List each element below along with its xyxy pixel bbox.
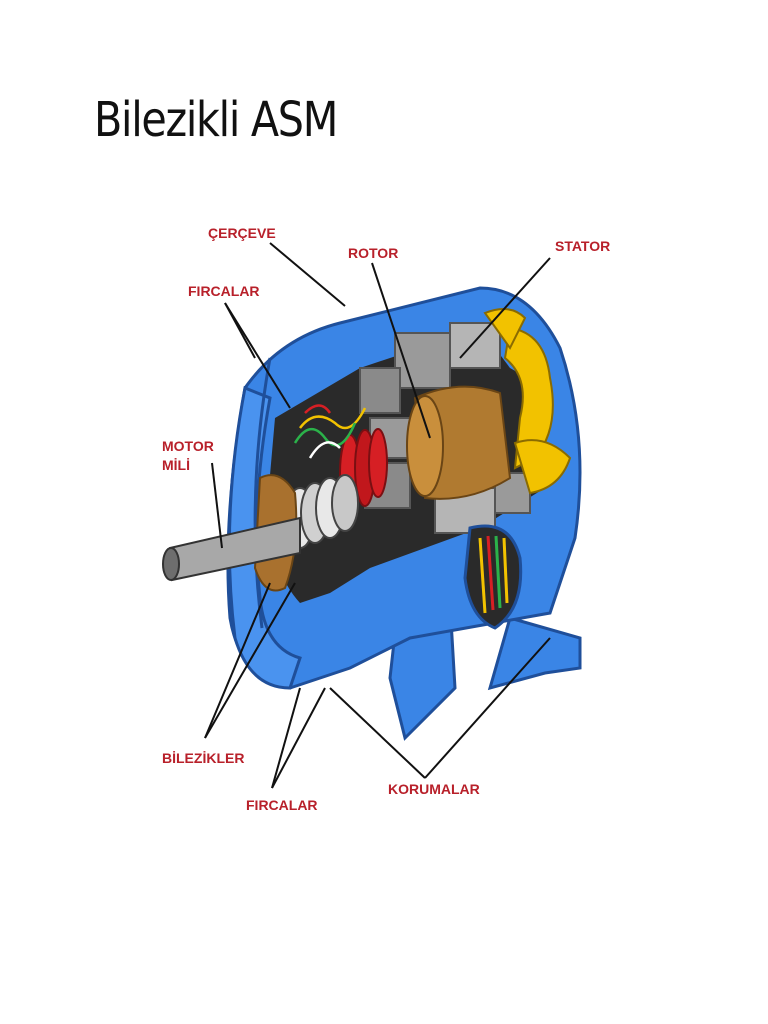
label-pointers <box>204 242 551 789</box>
label-stator: STATOR <box>555 238 610 254</box>
label-bilezikler: BİLEZİKLER <box>162 750 244 766</box>
frame-end-ring-inner <box>253 357 272 629</box>
stator-winding-lower <box>513 439 572 495</box>
motor-shaft-end <box>162 547 180 581</box>
rotor-face <box>406 395 444 497</box>
page-title: Bilezikli ASM <box>94 92 338 148</box>
label-cerceve: ÇERÇEVE <box>208 225 276 241</box>
label-fircalar-top: FIRCALAR <box>188 283 260 299</box>
motor-illustration <box>162 286 582 741</box>
brush-wiring <box>293 404 367 459</box>
label-motor: MOTOR <box>162 438 214 454</box>
label-korumalar: KORUMALAR <box>388 781 480 797</box>
label-fircalar-bottom: FIRCALAR <box>246 797 318 813</box>
label-rotor: ROTOR <box>348 245 398 261</box>
label-mili: MİLİ <box>162 457 190 473</box>
stator-winding <box>503 326 554 470</box>
terminal-wires <box>478 535 509 614</box>
motor-cutaway-diagram: ÇERÇEVE ROTOR STATOR FIRCALAR MOTOR MİLİ… <box>150 218 620 818</box>
motor-foot-right <box>487 616 582 691</box>
